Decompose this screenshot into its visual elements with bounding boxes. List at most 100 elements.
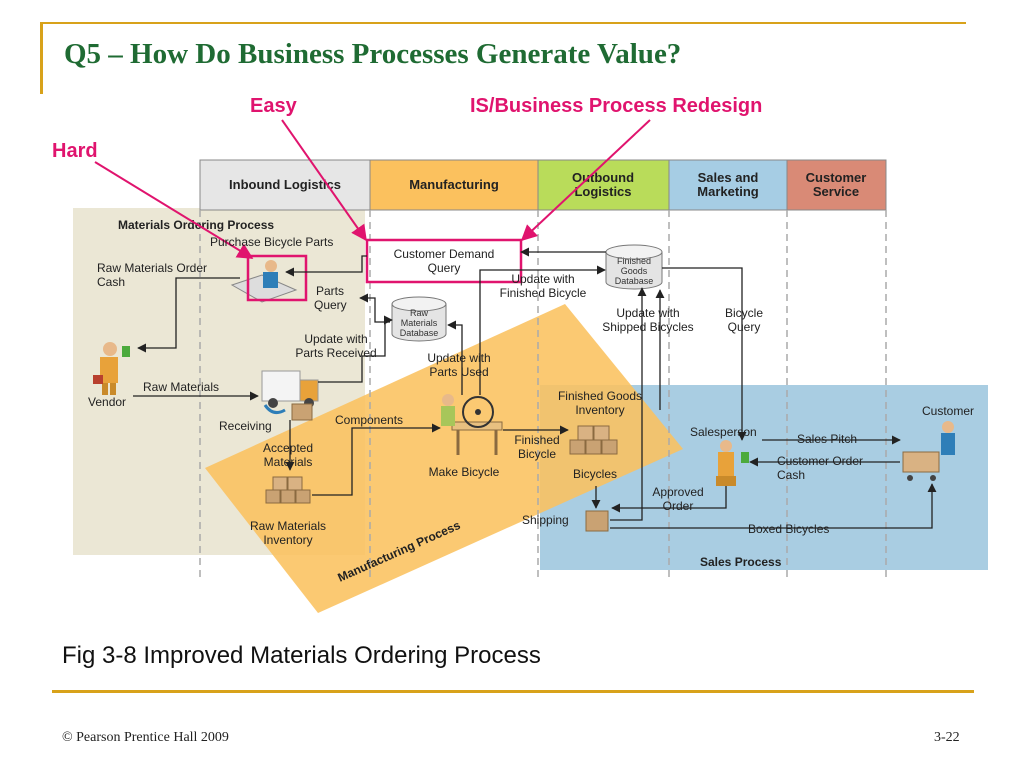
callout-hard: Hard xyxy=(52,140,98,162)
footer-copyright: © Pearson Prentice Hall 2009 xyxy=(62,730,229,745)
finished-db-line-3: Database xyxy=(615,276,654,286)
callout-arrows xyxy=(94,119,651,259)
flow-arrows xyxy=(133,247,937,529)
label-vendor: Vendor xyxy=(88,395,126,409)
receiving-truck-icon xyxy=(261,370,319,421)
diagram-labels: Purchase Bicycle Parts Raw Materials Ord… xyxy=(88,235,974,547)
raw-inv-line-1: Raw Materials xyxy=(250,519,326,533)
approved-line-1: Approved xyxy=(652,485,703,499)
finished-goods-database-icon: Finished Goods Database xyxy=(605,244,663,290)
label-customer: Customer xyxy=(922,404,974,418)
upd-finished-line-1: Update with xyxy=(511,272,574,286)
approved-line-2: Order xyxy=(663,499,694,513)
cust-order-line-1: Customer Order xyxy=(777,454,863,468)
accepted-line-1: Accepted xyxy=(263,441,313,455)
fin-inv-line-1: Finished Goods xyxy=(558,389,642,403)
outbound-line-2: Logistics xyxy=(574,184,631,199)
parts-query-line-1: Parts xyxy=(316,284,344,298)
label-bicycles: Bicycles xyxy=(573,467,617,481)
service-line-1: Customer xyxy=(806,170,867,185)
sales-process-title: Sales Process xyxy=(700,555,782,569)
label-salesperson: Salesperson xyxy=(690,425,757,439)
column-dividers xyxy=(199,210,887,580)
shipped-line-2: Shipped Bicycles xyxy=(602,320,693,334)
upd-finished-line-2: Finished Bicycle xyxy=(500,286,587,300)
raw-db-line-1: Raw xyxy=(410,308,429,318)
hard-highlight-box xyxy=(246,254,308,302)
raw-inv-line-2: Inventory xyxy=(263,533,312,547)
column-label-manufacturing: Manufacturing xyxy=(409,177,499,192)
vendor-icon xyxy=(93,342,130,395)
customer-icon xyxy=(902,421,955,481)
received-line-1: Update with xyxy=(304,332,367,346)
parts-used-line-2: Parts Used xyxy=(429,365,488,379)
hard-callout-arrow xyxy=(94,161,254,259)
service-line-2: Service xyxy=(813,184,859,199)
column-manufacturing xyxy=(369,159,539,211)
label-receiving: Receiving xyxy=(219,419,272,433)
easy-callout-arrow xyxy=(281,119,367,242)
label-make-bicycle: Make Bicycle xyxy=(429,465,500,479)
slide-title: Q5 – How Do Business Processes Generate … xyxy=(64,38,682,70)
raw-materials-database-icon: Raw Materials Database xyxy=(391,296,447,342)
callout-easy: Easy xyxy=(250,95,297,117)
shipping-box-icon xyxy=(585,510,609,532)
parts-used-line-1: Update with xyxy=(427,351,490,365)
footer-rule xyxy=(52,690,974,693)
salesperson-icon xyxy=(716,440,749,486)
arrow-shipped-update xyxy=(610,287,647,521)
shipped-line-1: Update with xyxy=(616,306,679,320)
finished-goods-inventory-icon xyxy=(569,425,618,455)
value-chain-header: Inbound Logistics Manufacturing Outbound… xyxy=(199,159,887,211)
arrow-demand-to-purchase xyxy=(285,255,367,277)
finished-db-line-1: Finished xyxy=(617,256,651,266)
label-purchase: Purchase Bicycle Parts xyxy=(210,235,333,249)
raw-db-line-2: Materials xyxy=(401,318,438,328)
arrow-parts-used xyxy=(447,320,463,395)
callout-is-redesign: IS/Business Process Redesign xyxy=(470,95,763,117)
sales-line-2: Marketing xyxy=(697,184,758,199)
raw-order-line-2: Cash xyxy=(97,275,125,289)
raw-materials-inventory-icon xyxy=(265,476,311,504)
finished-bike-line-2: Bicycle xyxy=(518,447,556,461)
arrow-parts-query xyxy=(359,293,390,323)
figure-caption: Fig 3-8 Improved Materials Ordering Proc… xyxy=(62,642,541,669)
label-shipping: Shipping xyxy=(522,513,569,527)
column-sales-marketing xyxy=(668,159,788,211)
arrow-components xyxy=(312,423,441,496)
arrow-bicycle-query xyxy=(662,267,747,441)
arrow-approved-order xyxy=(611,486,727,513)
sales-line-1: Sales and xyxy=(698,170,759,185)
cust-order-line-2: Cash xyxy=(777,468,805,482)
outbound-line-1: Outbound xyxy=(572,170,634,185)
finished-bike-line-1: Finished xyxy=(514,433,559,447)
label-raw-materials: Raw Materials xyxy=(143,380,219,394)
label-components: Components xyxy=(335,413,403,427)
parts-query-line-2: Query xyxy=(314,298,347,312)
redesign-callout-arrow xyxy=(520,119,651,242)
demand-line-1: Customer Demand xyxy=(394,247,495,261)
title-accent-rule xyxy=(40,22,43,94)
process-diagram: Inbound Logistics Manufacturing Outbound… xyxy=(73,119,988,613)
label-boxed-bicycles: Boxed Bicycles xyxy=(748,522,829,536)
finished-db-line-2: Goods xyxy=(621,266,648,276)
demand-line-2: Query xyxy=(428,261,461,275)
received-line-2: Parts Received xyxy=(295,346,376,360)
fin-inv-line-2: Inventory xyxy=(575,403,624,417)
